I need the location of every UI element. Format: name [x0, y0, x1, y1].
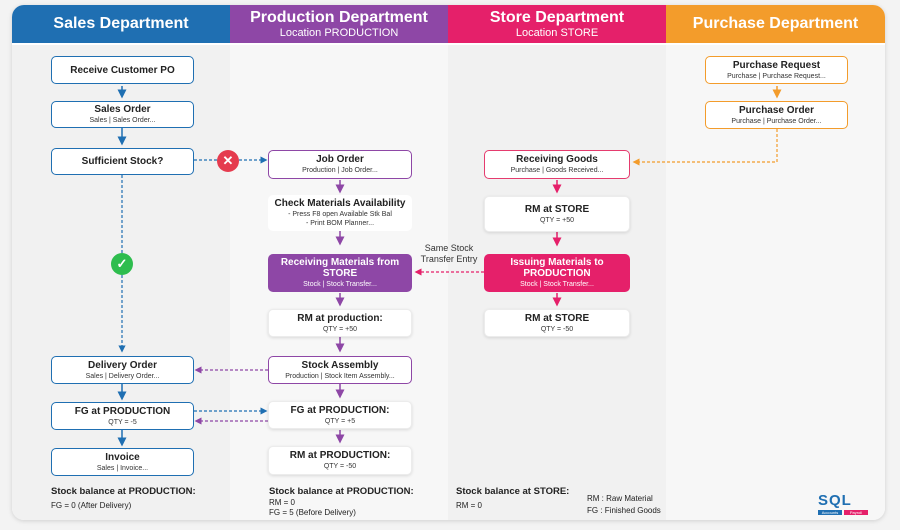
- sales-lane-title: Sales Department: [53, 15, 189, 32]
- sales-stock-balance-title: Stock balance at PRODUCTION:: [51, 486, 196, 497]
- delivery-order-title: Delivery Order: [88, 359, 157, 371]
- production-stock-balance-line-fg: FG = 5 (Before Delivery): [269, 508, 356, 517]
- store-lane-title: Store Department: [489, 8, 625, 26]
- store-stock-balance-title: Stock balance at STORE:: [456, 486, 570, 497]
- receiving-goods-sub: Purchase | Goods Received...: [510, 167, 604, 174]
- check-materials-sub2: - Print BOM Planner...: [305, 220, 375, 227]
- invoice-box[interactable]: Invoice Sales | Invoice...: [51, 448, 194, 476]
- check-materials-sub1: - Press F8 open Available Stk Bal: [288, 211, 392, 218]
- stock-assembly-sub: Production | Stock Item Assembly...: [285, 372, 395, 380]
- fg-at-production-sales-title: FG at PRODUCTION: [74, 405, 171, 417]
- production-lane-title: Production Department: [250, 8, 428, 26]
- receiving-goods-title: Receiving Goods: [516, 154, 598, 165]
- legend: RM : Raw Material FG : Finished Goods: [587, 493, 661, 517]
- delivery-order-box[interactable]: Delivery Order Sales | Delivery Order...: [51, 356, 194, 384]
- fg-at-production-box[interactable]: FG at PRODUCTION: QTY = +5: [268, 401, 412, 429]
- stock-assembly-title: Stock Assembly: [301, 359, 379, 371]
- rm-at-store-box[interactable]: RM at STORE QTY = +50: [484, 196, 630, 232]
- legend-rm: RM : Raw Material: [587, 494, 653, 503]
- purchase-order-box[interactable]: Purchase Order Purchase | Purchase Order…: [705, 101, 848, 129]
- rm-at-store2-qty: QTY = -50: [540, 325, 574, 333]
- invoice-title: Invoice: [105, 451, 140, 463]
- job-order-title: Job Order: [316, 154, 364, 165]
- same-stock-transfer-note-line2: Transfer Entry: [420, 254, 478, 264]
- rm-at-production2-title: RM at PRODUCTION:: [289, 450, 391, 461]
- issuing-materials-sub: Stock | Stock Transfer...: [520, 281, 594, 288]
- purchase-order-title: Purchase Order: [738, 104, 815, 116]
- store-lane-header: Store Department Location STORE: [448, 5, 666, 43]
- receive-customer-po-title: Receive Customer PO: [70, 64, 175, 76]
- legend-fg: FG : Finished Goods: [587, 506, 661, 515]
- receiving-materials-box[interactable]: Receiving Materials from STORE Stock | S…: [268, 254, 412, 292]
- rm-at-production2-box[interactable]: RM at PRODUCTION: QTY = -50: [268, 446, 412, 475]
- job-order-sub: Production | Job Order...: [302, 167, 378, 174]
- fg-at-production-sales-qty: QTY = -5: [108, 418, 137, 426]
- sql-logo-tag-accounts: Accounts: [818, 510, 842, 515]
- same-stock-transfer-note: Same Stock Transfer Entry: [414, 243, 484, 265]
- issuing-materials-title: Issuing Materials to PRODUCTION: [510, 257, 604, 279]
- sql-logo-text: SQL: [818, 492, 852, 509]
- job-order-box[interactable]: Job Order Production | Job Order...: [268, 150, 412, 179]
- store-stock-balance: Stock balance at STORE: RM = 0: [456, 486, 569, 511]
- sales-order-box[interactable]: Sales Order Sales | Sales Order...: [51, 101, 194, 128]
- rm-at-store-title: RM at STORE: [524, 203, 590, 215]
- sufficient-stock-icon: ✓: [111, 253, 133, 275]
- rm-at-production-title: RM at production:: [297, 312, 383, 324]
- fg-at-production-sales-box[interactable]: FG at PRODUCTION QTY = -5: [51, 402, 194, 430]
- fg-at-production-qty: QTY = +5: [324, 417, 356, 425]
- invoice-sub: Sales | Invoice...: [96, 464, 149, 472]
- check-materials-title: Check Materials Availability: [274, 198, 406, 209]
- sufficient-stock-box[interactable]: Sufficient Stock?: [51, 148, 194, 175]
- sql-logo-tag-payroll: Payroll: [844, 510, 868, 515]
- sales-lane-header: Sales Department: [12, 5, 230, 43]
- rm-at-production2-qty: QTY = -50: [323, 463, 357, 470]
- rm-at-store2-title: RM at STORE: [524, 312, 590, 324]
- sales-order-title: Sales Order: [94, 104, 151, 115]
- sales-stock-balance: Stock balance at PRODUCTION: FG = 0 (Aft…: [51, 486, 196, 511]
- rm-at-production-qty: QTY = +50: [322, 325, 358, 333]
- purchase-lane-title: Purchase Department: [692, 15, 859, 32]
- sql-logo: SQL Accounts Payroll: [818, 493, 868, 515]
- production-stock-balance: Stock balance at PRODUCTION: RM = 0 FG =…: [269, 486, 414, 518]
- sales-order-sub: Sales | Sales Order...: [89, 117, 156, 124]
- receiving-materials-title: Receiving Materials from STORE: [280, 257, 400, 279]
- insufficient-stock-icon: ✕: [217, 150, 239, 172]
- sufficient-stock-title: Sufficient Stock?: [81, 156, 164, 167]
- purchase-request-title: Purchase Request: [732, 59, 821, 71]
- store-lane-subtitle: Location STORE: [515, 26, 599, 39]
- purchase-request-sub: Purchase | Purchase Request...: [727, 72, 826, 80]
- sales-stock-balance-line: FG = 0 (After Delivery): [51, 501, 132, 510]
- receiving-goods-box[interactable]: Receiving Goods Purchase | Goods Receive…: [484, 150, 630, 179]
- rm-at-store2-box[interactable]: RM at STORE QTY = -50: [484, 309, 630, 337]
- stock-assembly-box[interactable]: Stock Assembly Production | Stock Item A…: [268, 356, 412, 384]
- same-stock-transfer-note-line1: Same Stock: [424, 243, 474, 253]
- receive-customer-po-box[interactable]: Receive Customer PO: [51, 56, 194, 84]
- production-lane-header: Production Department Location PRODUCTIO…: [230, 5, 448, 43]
- rm-at-store-qty: QTY = +50: [539, 216, 575, 224]
- delivery-order-sub: Sales | Delivery Order...: [85, 372, 160, 380]
- fg-at-production-title: FG at PRODUCTION:: [290, 404, 390, 416]
- purchase-lane-header: Purchase Department: [666, 5, 885, 43]
- workflow-diagram: Sales Department Production Department L…: [12, 5, 885, 520]
- rm-at-production-box[interactable]: RM at production: QTY = +50: [268, 309, 412, 337]
- production-stock-balance-title: Stock balance at PRODUCTION:: [269, 486, 414, 497]
- receiving-materials-sub: Stock | Stock Transfer...: [303, 281, 377, 288]
- issuing-materials-box[interactable]: Issuing Materials to PRODUCTION Stock | …: [484, 254, 630, 292]
- store-stock-balance-line: RM = 0: [456, 501, 483, 510]
- purchase-request-box[interactable]: Purchase Request Purchase | Purchase Req…: [705, 56, 848, 84]
- production-stock-balance-line-rm: RM = 0: [269, 498, 296, 507]
- production-lane-subtitle: Location PRODUCTION: [279, 26, 399, 39]
- check-materials-box[interactable]: Check Materials Availability - Press F8 …: [268, 195, 412, 231]
- purchase-order-sub: Purchase | Purchase Order...: [731, 117, 822, 125]
